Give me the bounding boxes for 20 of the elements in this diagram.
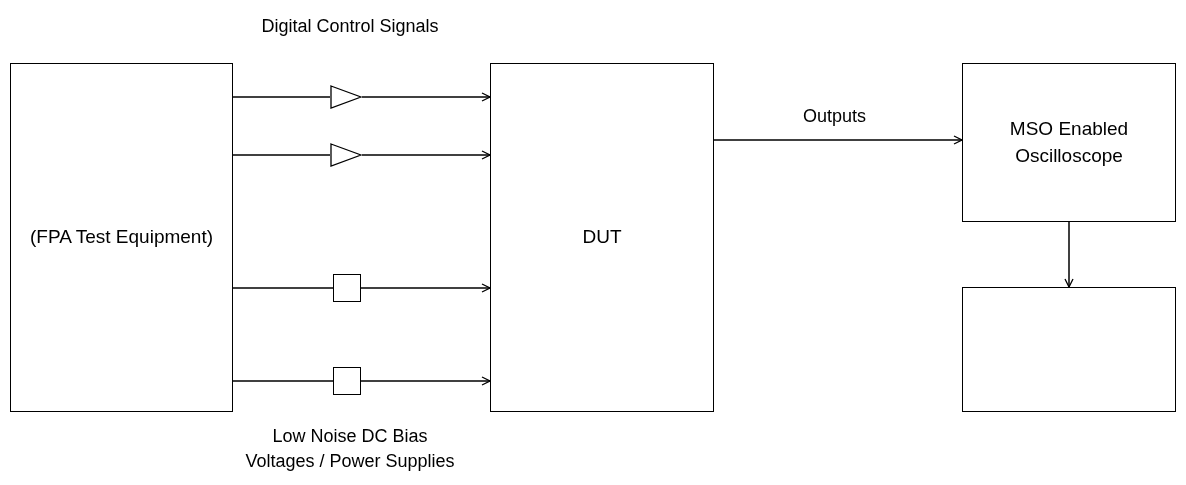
process-box [962,287,1176,412]
edge-label: Outputs [803,106,867,127]
box-label: MSO Enabled Oscilloscope [1008,116,1130,168]
signal-label: Low Noise DC Bias Voltages / Power Supplies [244,425,456,474]
buffer-triangle [330,143,362,167]
signal-label: Digital Control Signals [260,15,440,38]
process-box [10,63,233,412]
process-box [962,63,1176,222]
arrow [360,376,491,386]
arrow [713,135,963,145]
box-label: (FPA Test Equipment) [28,225,214,250]
process-box [490,63,714,412]
square-block [333,274,361,302]
square-block [333,367,361,395]
arrow [360,283,491,293]
arrow [361,92,491,102]
arrow [361,150,491,160]
box-label: DUT [581,225,623,250]
buffer-triangle [330,85,362,109]
arrow [1064,221,1074,288]
